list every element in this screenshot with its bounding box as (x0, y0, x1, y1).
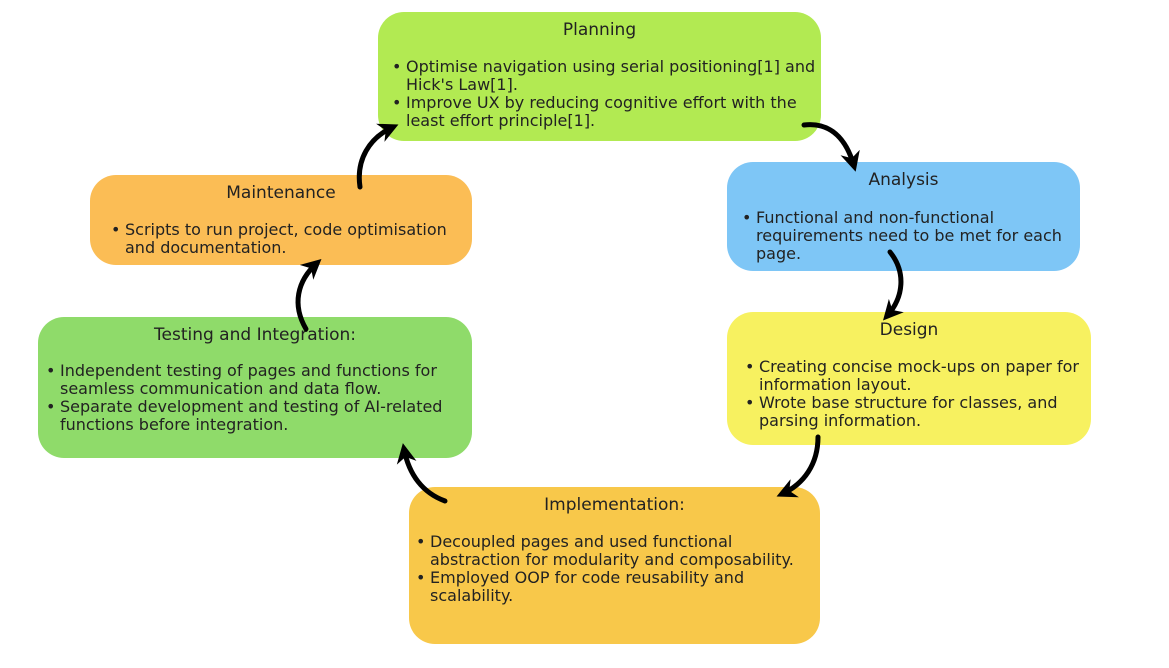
stage-maintenance-item: Scripts to run project, code optimisatio… (105, 221, 472, 257)
stage-design-list: Creating concise mock-ups on paper for i… (739, 358, 1091, 430)
stage-testing-item: Independent testing of pages and functio… (40, 362, 472, 398)
stage-implementation-item: Decoupled pages and used functional abst… (410, 533, 820, 569)
stage-planning-list: Optimise navigation using serial positio… (386, 58, 821, 130)
stage-analysis-title: Analysis (868, 170, 939, 190)
stage-testing: Testing and Integration: Independent tes… (38, 317, 472, 458)
stage-planning-item: Improve UX by reducing cognitive effort … (386, 94, 821, 130)
stage-analysis-list: Functional and non-functional requiremen… (736, 209, 1080, 263)
stage-implementation-title: Implementation: (544, 495, 685, 515)
stage-analysis: Analysis Functional and non-functional r… (727, 162, 1080, 271)
stage-maintenance: Maintenance Scripts to run project, code… (90, 175, 472, 265)
stage-implementation-list: Decoupled pages and used functional abst… (410, 533, 820, 605)
stage-testing-title: Testing and Integration: (154, 325, 356, 345)
stage-testing-list: Independent testing of pages and functio… (40, 362, 472, 434)
stage-planning-item: Optimise navigation using serial positio… (386, 58, 821, 94)
stage-planning: Planning Optimise navigation using seria… (378, 12, 821, 141)
stage-testing-item: Separate development and testing of AI-r… (40, 398, 472, 434)
stage-maintenance-list: Scripts to run project, code optimisatio… (105, 221, 472, 257)
stage-planning-title: Planning (562, 20, 637, 40)
stage-design: Design Creating concise mock-ups on pape… (727, 312, 1091, 445)
stage-maintenance-title: Maintenance (226, 183, 336, 203)
stage-analysis-item: Functional and non-functional requiremen… (736, 209, 1080, 263)
arrow-icon (776, 434, 821, 498)
stage-design-item: Wrote base structure for classes, and pa… (739, 394, 1091, 430)
stage-implementation: Implementation: Decoupled pages and used… (409, 487, 820, 644)
stage-design-item: Creating concise mock-ups on paper for i… (739, 358, 1091, 394)
stage-design-title: Design (879, 320, 939, 340)
stage-implementation-item: Employed OOP for code reusability and sc… (410, 569, 820, 605)
